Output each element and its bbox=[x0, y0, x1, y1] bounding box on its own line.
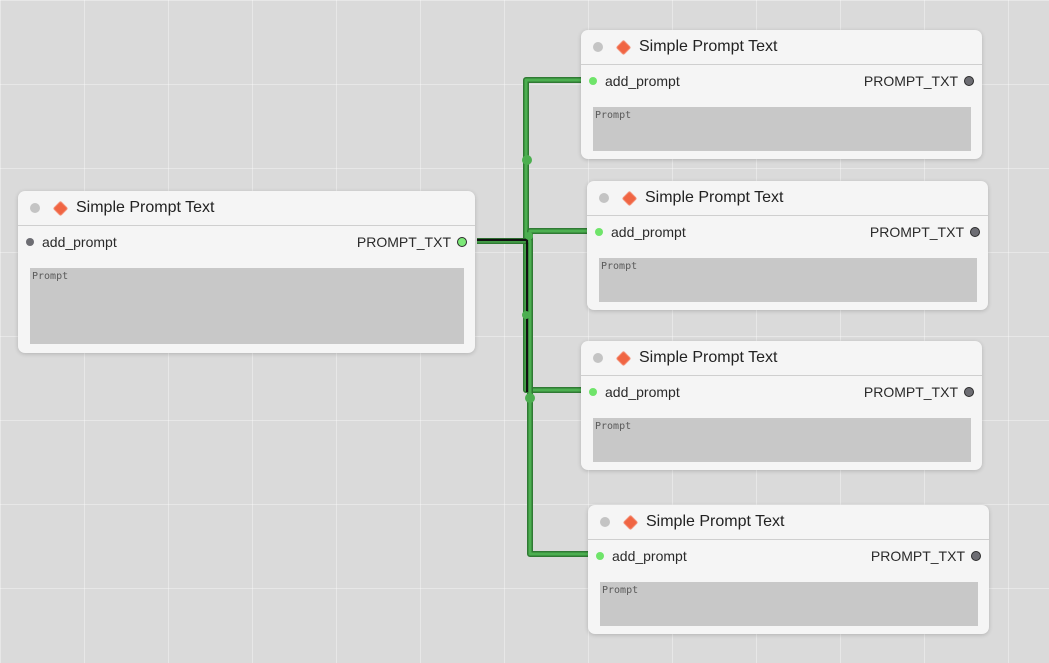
prompt-textarea[interactable] bbox=[593, 418, 971, 462]
output-port-dot-icon[interactable] bbox=[457, 237, 467, 247]
wire-to-node-5[interactable] bbox=[477, 238, 597, 557]
wire-to-node-2[interactable] bbox=[477, 77, 590, 244]
io-row: add_prompt PROMPT_TXT bbox=[581, 376, 982, 408]
node-simple-prompt-text-source[interactable]: Simple Prompt Text add_prompt PROMPT_TXT bbox=[18, 191, 475, 353]
node-title: Simple Prompt Text bbox=[639, 38, 778, 55]
input-slot-label: add_prompt bbox=[42, 234, 117, 250]
output-slot-prompt-txt[interactable]: PROMPT_TXT bbox=[864, 73, 974, 89]
output-slot-label: PROMPT_TXT bbox=[870, 548, 965, 564]
diamond-icon bbox=[615, 350, 632, 366]
diamond-icon bbox=[621, 190, 638, 206]
node-simple-prompt-text-4[interactable]: Simple Prompt Text add_prompt PROMPT_TXT bbox=[588, 505, 989, 634]
input-slot-label: add_prompt bbox=[612, 548, 687, 564]
output-port-dot-icon[interactable] bbox=[964, 387, 974, 397]
node-title: Simple Prompt Text bbox=[639, 349, 778, 366]
collapse-toggle-icon[interactable] bbox=[600, 517, 610, 527]
input-slot-add-prompt[interactable]: add_prompt bbox=[589, 384, 680, 400]
node-header[interactable]: Simple Prompt Text bbox=[581, 30, 982, 65]
output-slot-prompt-txt[interactable]: PROMPT_TXT bbox=[870, 224, 980, 240]
diamond-icon bbox=[622, 514, 639, 530]
prompt-textarea[interactable] bbox=[593, 107, 971, 151]
node-title: Simple Prompt Text bbox=[645, 189, 784, 206]
collapse-toggle-icon[interactable] bbox=[593, 353, 603, 363]
node-title: Simple Prompt Text bbox=[76, 199, 215, 216]
input-slot-add-prompt[interactable]: add_prompt bbox=[596, 548, 687, 564]
node-title: Simple Prompt Text bbox=[646, 513, 785, 530]
wire-to-node-3[interactable] bbox=[477, 228, 596, 244]
node-simple-prompt-text-1[interactable]: Simple Prompt Text add_prompt PROMPT_TXT bbox=[581, 30, 982, 159]
output-port-dot-icon[interactable] bbox=[970, 227, 980, 237]
io-row: add_prompt PROMPT_TXT bbox=[581, 65, 982, 97]
input-port-dot-icon[interactable] bbox=[589, 77, 597, 85]
input-slot-label: add_prompt bbox=[605, 73, 680, 89]
output-slot-prompt-txt[interactable]: PROMPT_TXT bbox=[864, 384, 974, 400]
wire-midpoint-dot[interactable] bbox=[522, 311, 530, 319]
node-header[interactable]: Simple Prompt Text bbox=[581, 341, 982, 376]
wire-midpoint-dot[interactable] bbox=[525, 232, 533, 240]
input-slot-label: add_prompt bbox=[605, 384, 680, 400]
wire-selected-segment bbox=[477, 238, 529, 392]
input-slot-add-prompt[interactable]: add_prompt bbox=[26, 234, 117, 250]
collapse-toggle-icon[interactable] bbox=[593, 42, 603, 52]
output-slot-prompt-txt[interactable]: PROMPT_TXT bbox=[871, 548, 981, 564]
collapse-toggle-icon[interactable] bbox=[30, 203, 40, 213]
io-row: add_prompt PROMPT_TXT bbox=[588, 540, 989, 572]
input-slot-add-prompt[interactable]: add_prompt bbox=[595, 224, 686, 240]
wire-to-node-4[interactable] bbox=[477, 238, 590, 393]
output-port-dot-icon[interactable] bbox=[964, 76, 974, 86]
node-header[interactable]: Simple Prompt Text bbox=[587, 181, 988, 216]
input-slot-add-prompt[interactable]: add_prompt bbox=[589, 73, 680, 89]
io-row: add_prompt PROMPT_TXT bbox=[18, 226, 475, 258]
output-port-dot-icon[interactable] bbox=[971, 551, 981, 561]
output-slot-label: PROMPT_TXT bbox=[869, 224, 964, 240]
output-slot-label: PROMPT_TXT bbox=[863, 73, 958, 89]
node-header[interactable]: Simple Prompt Text bbox=[18, 191, 475, 226]
prompt-textarea[interactable] bbox=[30, 268, 464, 344]
collapse-toggle-icon[interactable] bbox=[599, 193, 609, 203]
input-slot-label: add_prompt bbox=[611, 224, 686, 240]
node-header[interactable]: Simple Prompt Text bbox=[588, 505, 989, 540]
output-slot-label: PROMPT_TXT bbox=[356, 234, 451, 250]
wire-midpoint-dot[interactable] bbox=[522, 155, 532, 165]
input-port-dot-icon[interactable] bbox=[595, 228, 603, 236]
output-slot-prompt-txt[interactable]: PROMPT_TXT bbox=[357, 234, 467, 250]
wire-midpoint-dot[interactable] bbox=[525, 393, 535, 403]
input-port-dot-icon[interactable] bbox=[596, 552, 604, 560]
io-row: add_prompt PROMPT_TXT bbox=[587, 216, 988, 248]
diamond-icon bbox=[52, 200, 69, 216]
node-simple-prompt-text-2[interactable]: Simple Prompt Text add_prompt PROMPT_TXT bbox=[587, 181, 988, 310]
output-slot-label: PROMPT_TXT bbox=[863, 384, 958, 400]
prompt-textarea[interactable] bbox=[600, 582, 978, 626]
input-port-dot-icon[interactable] bbox=[589, 388, 597, 396]
diamond-icon bbox=[615, 39, 632, 55]
prompt-textarea[interactable] bbox=[599, 258, 977, 302]
node-simple-prompt-text-3[interactable]: Simple Prompt Text add_prompt PROMPT_TXT bbox=[581, 341, 982, 470]
input-port-dot-icon[interactable] bbox=[26, 238, 34, 246]
